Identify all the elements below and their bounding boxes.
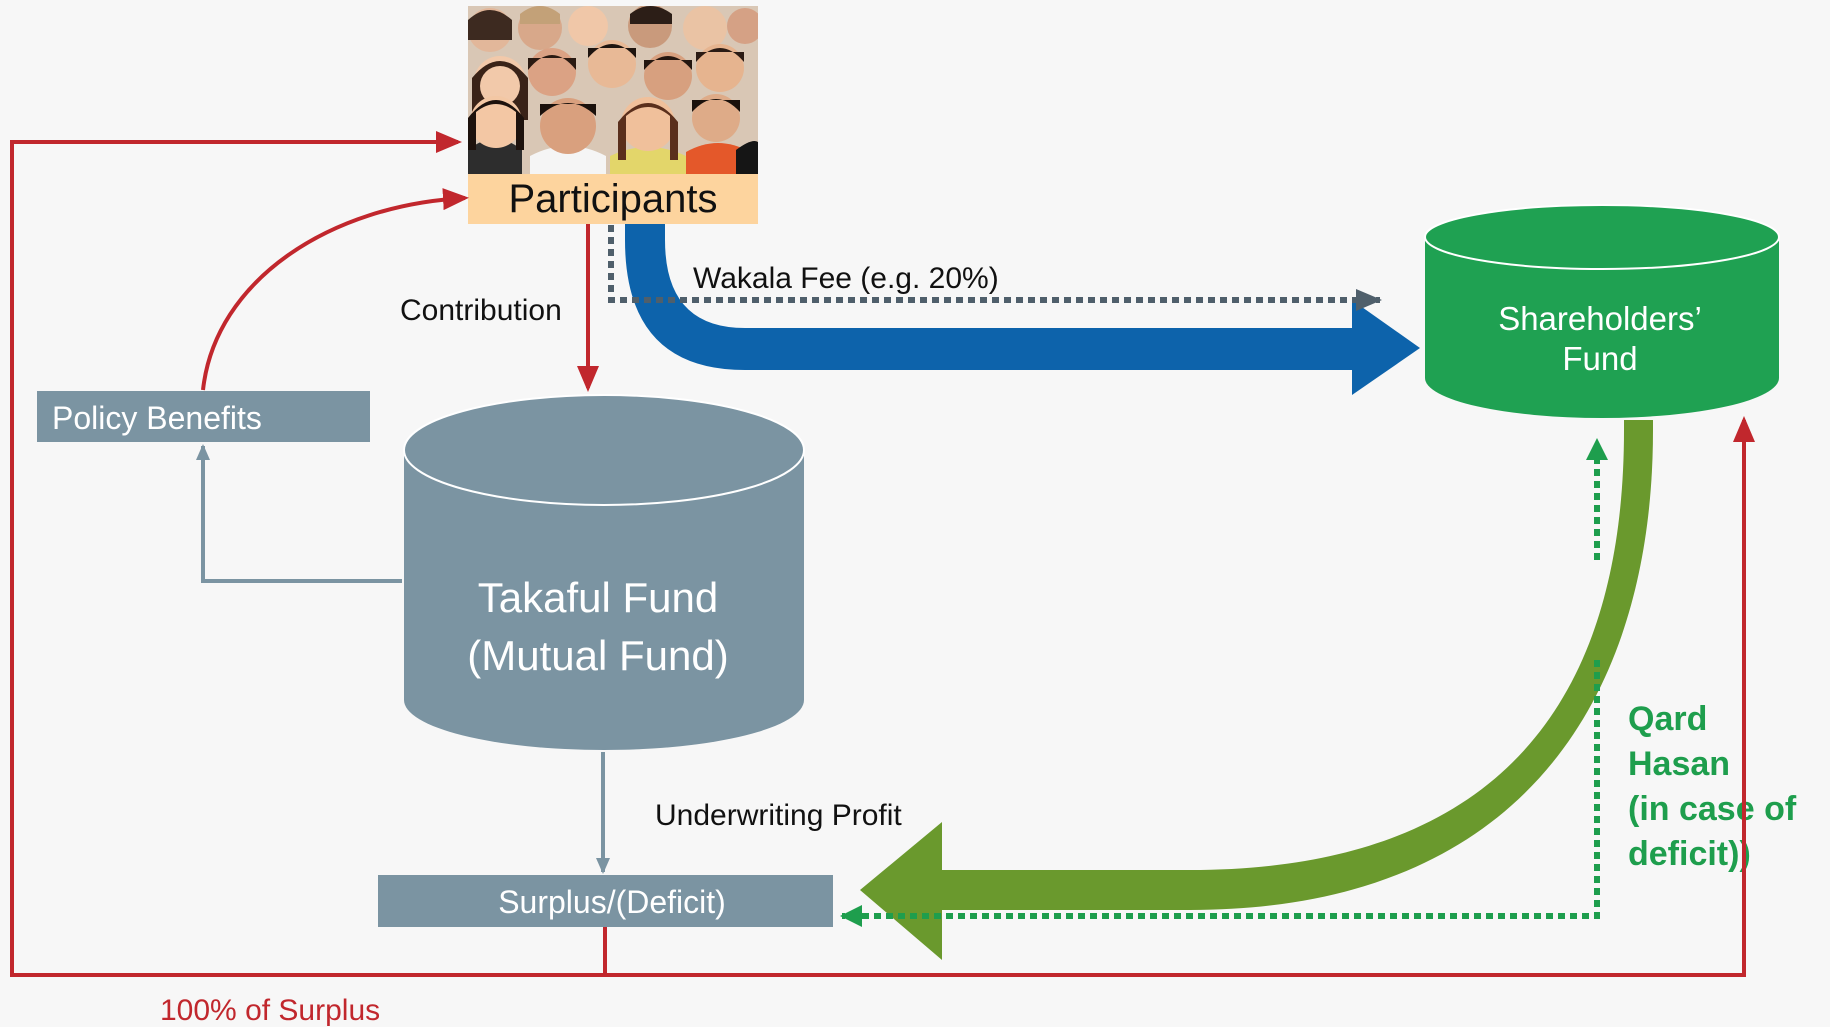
crowd-middle-row — [472, 40, 744, 120]
participants-label: Participants — [509, 177, 718, 221]
wakala-fee-label: Wakala Fee (e.g. 20%) — [693, 262, 999, 295]
shareholders-fund-cylinder[interactable]: Shareholders’ Fund — [1424, 204, 1780, 418]
qard-hasan-to-surplus-arrow — [840, 660, 1600, 927]
underwriting-profit-label: Underwriting Profit — [655, 799, 902, 832]
underwriting-profit-arrow — [860, 420, 1653, 960]
surplus-deficit-label: Surplus/(Deficit) — [498, 884, 726, 920]
participants-to-shareholders-arrow — [625, 224, 1420, 395]
takaful-fund-label-line1: Takaful Fund — [478, 574, 718, 621]
qard-hasan-line1: Qard — [1628, 700, 1707, 738]
contribution-label: Contribution — [400, 294, 562, 327]
takaful-fund-cylinder[interactable]: Takaful Fund (Mutual Fund) — [403, 394, 805, 750]
surplus-deficit-box[interactable] — [378, 875, 833, 927]
takaful-fund-label-line2: (Mutual Fund) — [467, 632, 728, 679]
policy-benefits-to-participants-arrow — [201, 188, 469, 391]
qard-hasan-line2: Hasan — [1628, 745, 1730, 783]
participants-label-box — [468, 174, 758, 224]
participants-photo — [468, 6, 758, 174]
shareholders-fund-label-line1: Shareholders’ — [1498, 300, 1702, 337]
policy-benefits-box[interactable] — [37, 391, 370, 442]
crowd-front-row — [468, 94, 758, 174]
qard-hasan-line3: (in case of — [1628, 790, 1797, 828]
qard-hasan-label: Qard Hasan (in case of deficit)) — [1628, 700, 1797, 873]
surplus-return-label: 100% of Surplus — [160, 994, 380, 1027]
wakala-fee-arrow — [608, 225, 1382, 311]
shareholders-fund-label-line2: Fund — [1562, 340, 1637, 377]
qard-hasan-line4: deficit)) — [1628, 835, 1751, 873]
takaful-to-policy-benefits-arrow — [196, 444, 402, 583]
crowd-back-row — [468, 6, 758, 52]
policy-benefits-label: Policy Benefits — [52, 400, 262, 436]
